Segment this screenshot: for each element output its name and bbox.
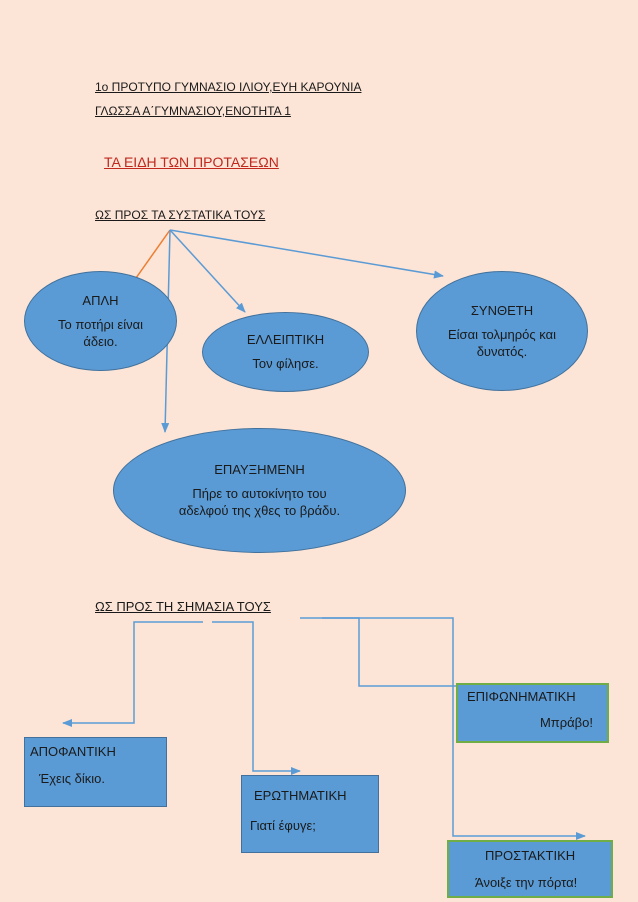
node-sintheti: ΣΥΝΘΕΤΗ Είσαι τολμηρός και δυνατός.	[416, 271, 588, 391]
connector-to-epifonimatiki	[300, 617, 458, 687]
node-example: Μπράβο!	[539, 715, 593, 730]
section-heading-components: ΩΣ ΠΡΟΣ ΤΑ ΣΥΣΤΑΤΙΚΑ ΤΟΥΣ	[95, 208, 266, 222]
connector-to-apli	[135, 229, 171, 279]
node-example: Το ποτήρι είναι άδειο.	[57, 316, 144, 349]
node-prostaktiki: ΠΡΟΣΤΑΚΤΙΚΗ Άνοιξε την πόρτα!	[447, 840, 613, 898]
node-title: ΑΠΛΗ	[82, 292, 119, 308]
node-title: ΣΥΝΘΕΤΗ	[470, 302, 534, 318]
node-title: ΠΡΟΣΤΑΚΤΙΚΗ	[485, 848, 576, 863]
arrow-to-apofantiki	[62, 621, 203, 727]
node-example: Γιατί έφυγε;	[250, 818, 316, 833]
node-title: ΕΠΑΥΞΗΜΕΝΗ	[214, 462, 305, 477]
node-example: Πήρε το αυτοκίνητο του αδελφού της χθες …	[178, 486, 341, 518]
node-epifonimatiki: ΕΠΙΦΩΝΗΜΑΤΙΚΗ Μπράβο!	[456, 683, 609, 743]
node-erotimatiki: ΕΡΩΤΗΜΑΤΙΚΗ Γιατί έφυγε;	[241, 775, 379, 853]
node-title: ΑΠΟΦΑΝΤΙΚΗ	[30, 744, 116, 759]
node-example: Τον φίλησε.	[252, 356, 319, 371]
node-epauksimeni: ΕΠΑΥΞΗΜΕΝΗ Πήρε το αυτοκίνητο του αδελφο…	[113, 428, 406, 553]
node-apli: ΑΠΛΗ Το ποτήρι είναι άδειο.	[24, 271, 177, 371]
header-line-2: ΓΛΩΣΣΑ Α΄ΓΥΜΝΑΣΙΟΥ,ΕΝΟΤΗΤΑ 1	[95, 104, 291, 118]
node-example: Έχεις δίκιο.	[39, 771, 105, 786]
page-title: ΤΑ ΕΙΔΗ ΤΩΝ ΠΡΟΤΑΣΕΩΝ	[104, 154, 279, 170]
node-title: ΕΠΙΦΩΝΗΜΑΤΙΚΗ	[467, 689, 576, 704]
node-title: ΕΛΛΕΙΠΤΙΚΗ	[246, 332, 325, 347]
section-heading-meaning: ΩΣ ΠΡΟΣ ΤΗ ΣΗΜΑΣΙΑ ΤΟΥΣ	[95, 599, 271, 614]
node-elleiptiki: ΕΛΛΕΙΠΤΙΚΗ Τον φίλησε.	[202, 312, 369, 392]
arrow-to-erotimatiki	[212, 621, 301, 775]
arrow-to-sintheti	[169, 229, 444, 279]
header-line-1: 1ο ΠΡΟΤΥΠΟ ΓΥΜΝΑΣΙΟ ΙΛΙΟΥ,ΕΥΗ ΚΑΡΟΥΝΙΑ	[95, 80, 362, 94]
arrow-to-prostaktiki	[322, 617, 586, 840]
arrow-to-elleiptiki	[169, 229, 246, 313]
node-example: Άνοιξε την πόρτα!	[475, 875, 578, 890]
node-apofantiki: ΑΠΟΦΑΝΤΙΚΗ Έχεις δίκιο.	[24, 737, 167, 807]
node-example: Είσαι τολμηρός και δυνατός.	[448, 326, 556, 359]
node-title: ΕΡΩΤΗΜΑΤΙΚΗ	[254, 788, 347, 803]
